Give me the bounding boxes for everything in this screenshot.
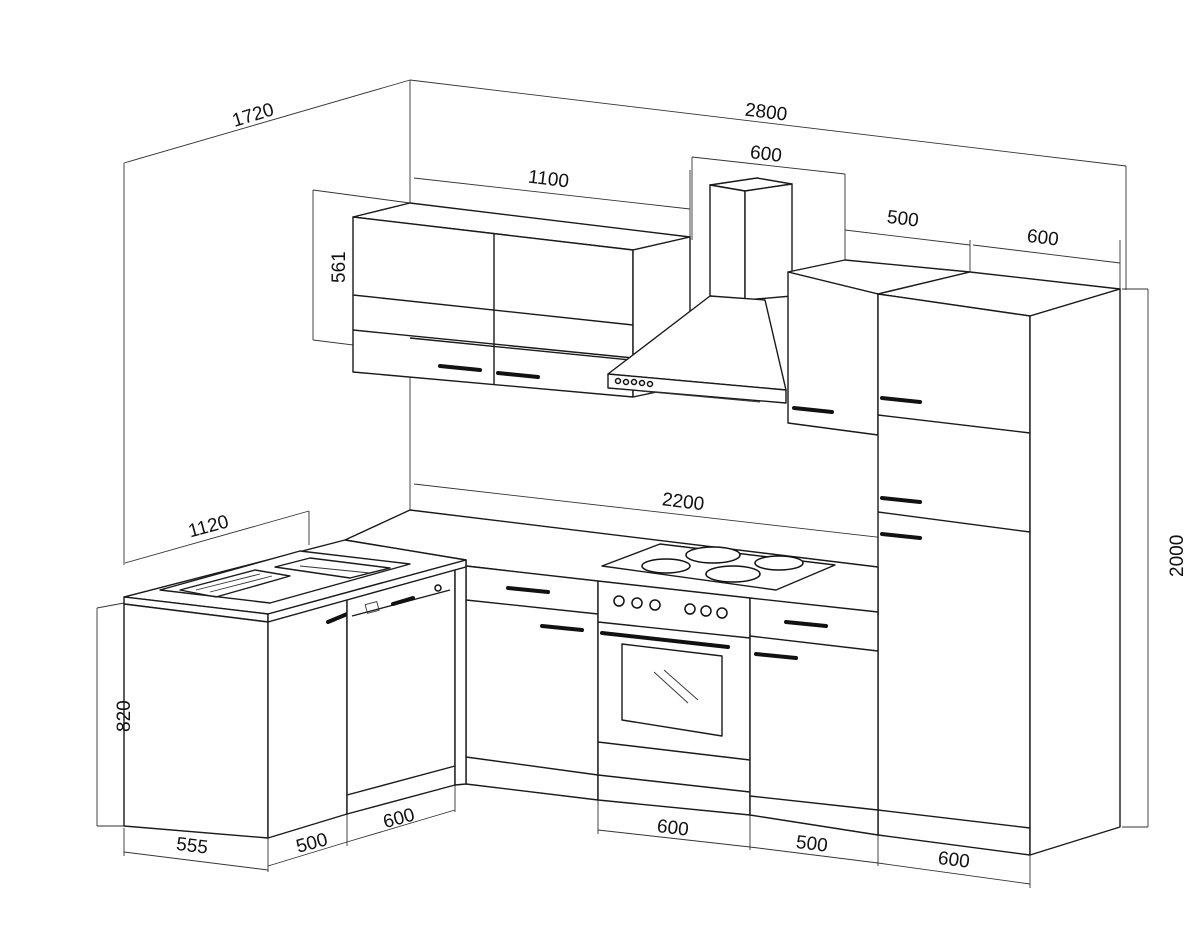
- dim-sink-unit-width: 500: [294, 829, 330, 857]
- dim-base-height: 820: [114, 700, 135, 732]
- dim-total-width: 2800: [744, 100, 789, 126]
- dim-dishwasher-width: 600: [381, 805, 417, 833]
- dim-tall-unit-width: 600: [937, 848, 971, 873]
- sink-run: [123, 539, 467, 839]
- dim-hood-width: 600: [749, 142, 783, 167]
- dim-small-wall-unit-width: 500: [886, 207, 920, 232]
- extractor-hood: [607, 177, 793, 404]
- hood-buttons: [614, 377, 654, 388]
- dim-wall-unit-width: 1100: [527, 167, 570, 193]
- base-run: [344, 509, 879, 836]
- tall-fridge-cabinet: [877, 271, 1121, 856]
- dim-tall-unit-height: 2000: [1167, 535, 1188, 577]
- dim-counter-run-width: 2200: [661, 489, 706, 515]
- dim-wall-unit-height: 561: [329, 251, 350, 283]
- dim-drawer-unit-width: 500: [795, 832, 829, 857]
- dim-total-left-depth: 1720: [230, 99, 277, 131]
- oven-knobs: [613, 595, 728, 619]
- dim-corner-run-width: 1120: [186, 511, 231, 542]
- dim-tall-unit-top-width: 600: [1026, 226, 1060, 251]
- dim-sink-unit-depth: 555: [175, 834, 209, 859]
- dimension-labels: 1720 2800 1100 600 500 600 561 2200 1120…: [114, 99, 1188, 872]
- dim-oven-width: 600: [656, 816, 690, 841]
- dimension-lines: [96, 79, 1149, 888]
